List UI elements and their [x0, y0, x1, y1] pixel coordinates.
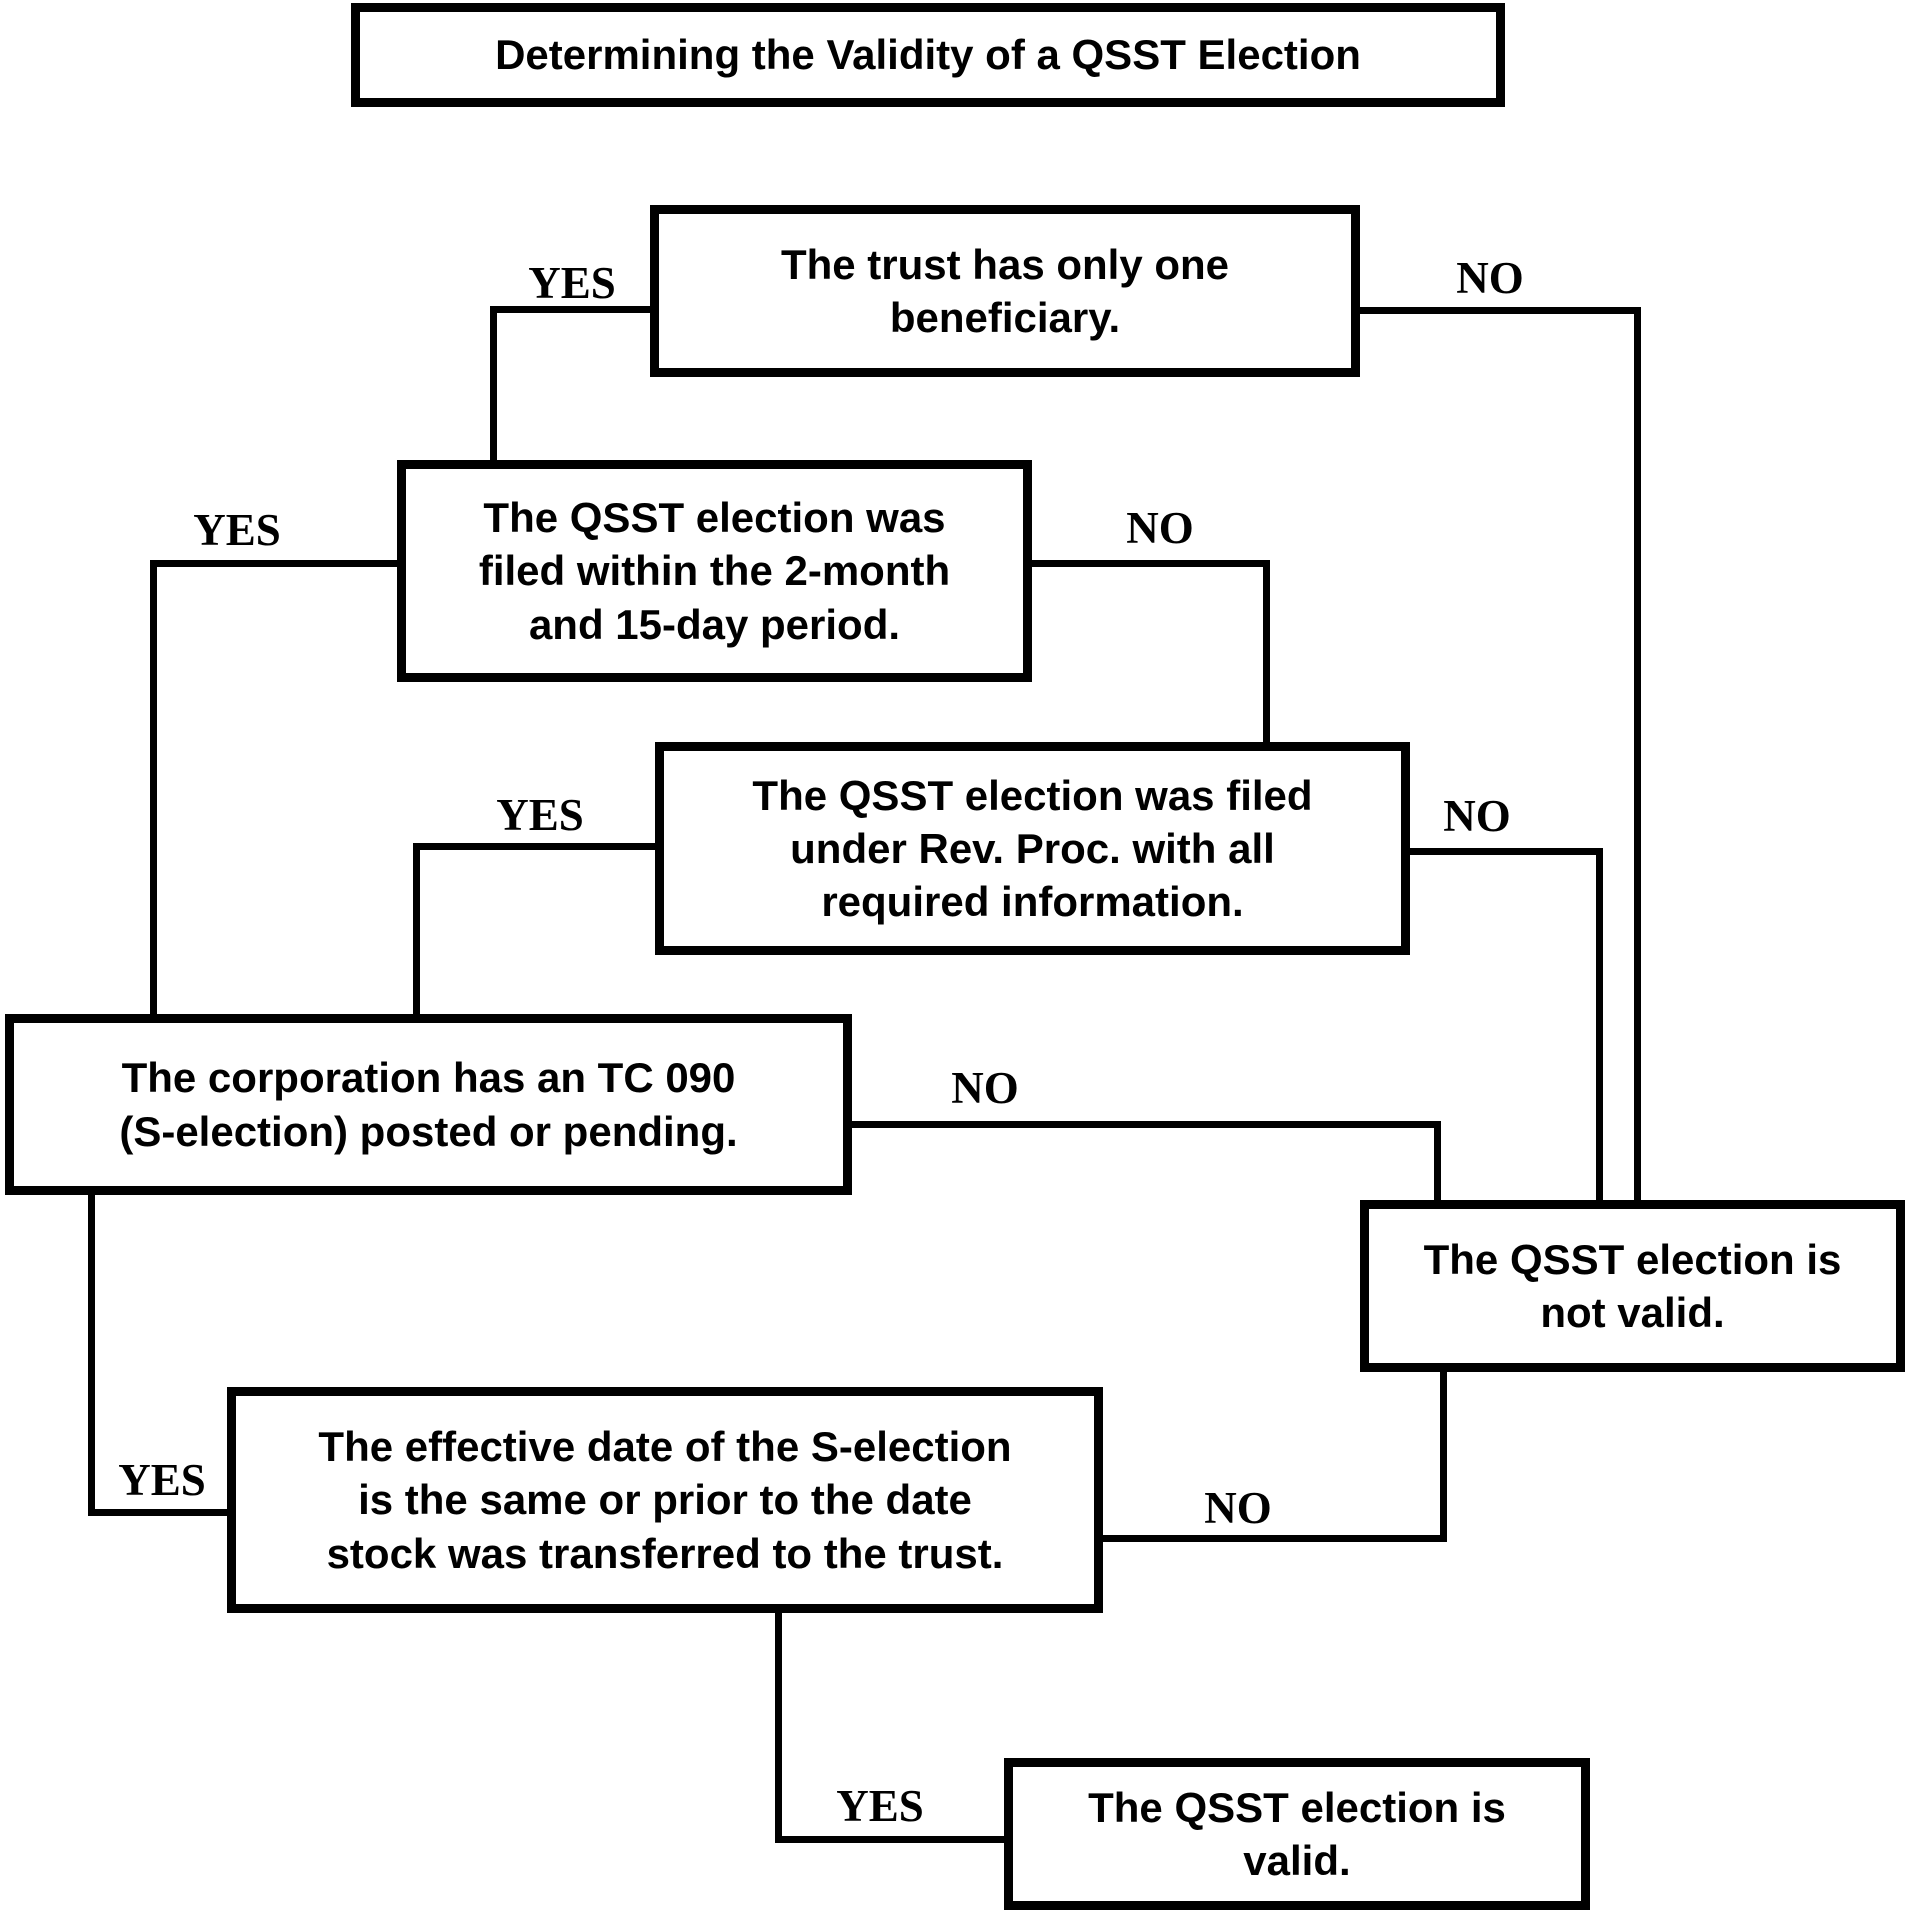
edge-corp-yes-hline	[88, 1509, 231, 1516]
edge-period-no-hline	[1032, 560, 1270, 567]
node-election-not-valid: The QSST election is not valid.	[1360, 1200, 1905, 1372]
node-trust-one-beneficiary: The trust has only one beneficiary.	[650, 205, 1360, 377]
node-effective-date: The effective date of the S-election is …	[227, 1387, 1103, 1613]
edge-corp-no-vline	[1434, 1121, 1441, 1204]
edge-effective-no-label: NO	[1204, 1483, 1272, 1533]
edge-revproc-no-hline	[1410, 848, 1603, 855]
edge-trust-no-label: NO	[1456, 253, 1524, 303]
edge-trust-no-vline	[1634, 307, 1641, 1204]
edge-revproc-yes-label: YES	[496, 790, 584, 840]
edge-effective-no-vline	[1440, 1368, 1447, 1535]
edge-trust-no-hline	[1360, 307, 1638, 314]
diagram-title: Determining the Validity of a QSST Elect…	[351, 3, 1505, 107]
edge-revproc-no-label: NO	[1443, 791, 1511, 841]
edge-trust-yes-label: YES	[528, 258, 616, 308]
edge-period-no-vline	[1263, 560, 1270, 746]
edge-period-no-label: NO	[1126, 503, 1194, 553]
node-filed-under-rev-proc: The QSST election was filed under Rev. P…	[655, 742, 1410, 955]
edge-revproc-yes-vline	[413, 843, 420, 1018]
edge-corp-no-label: NO	[951, 1063, 1019, 1113]
edge-corp-yes-vline	[88, 1191, 95, 1516]
edge-trust-yes-vline	[490, 306, 497, 464]
edge-corp-no-hline	[848, 1121, 1441, 1128]
edge-period-yes-vline	[150, 560, 157, 1018]
edge-corp-yes-label: YES	[118, 1455, 206, 1505]
edge-effective-yes-hline	[775, 1836, 1008, 1843]
edge-trust-yes-hline	[490, 306, 657, 313]
edge-revproc-no-vline	[1596, 848, 1603, 1204]
node-election-filed-within-period: The QSST election was filed within the 2…	[397, 460, 1032, 682]
edge-effective-no-hline	[1099, 1535, 1447, 1542]
node-corporation-tc090: The corporation has an TC 090 (S-electio…	[5, 1014, 852, 1195]
edge-revproc-yes-hline	[413, 843, 659, 850]
node-election-valid: The QSST election is valid.	[1004, 1758, 1590, 1910]
edge-effective-yes-vline	[775, 1609, 782, 1843]
edge-effective-yes-label: YES	[836, 1781, 924, 1831]
edge-period-yes-hline	[150, 560, 397, 567]
edge-period-yes-label: YES	[193, 505, 281, 555]
